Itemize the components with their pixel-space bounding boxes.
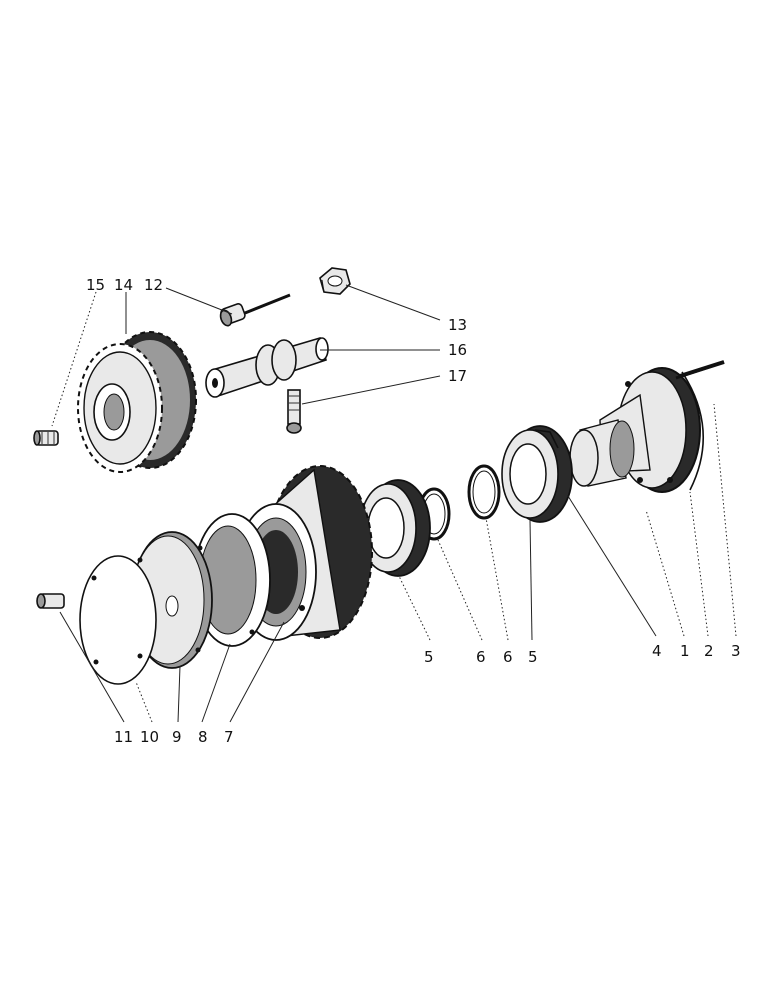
part-8-gasket [193, 513, 271, 647]
callout-5-right: 5 [528, 648, 538, 666]
callout-15: 15 [86, 276, 105, 294]
callout-9: 9 [172, 728, 182, 746]
callout-6-right: 6 [503, 648, 513, 666]
part-15-grub-screw [33, 430, 59, 446]
callout-12: 12 [144, 276, 163, 294]
part-10-gasket-disc [79, 555, 157, 685]
callout-10: 10 [140, 728, 159, 746]
callout-14: 14 [114, 276, 133, 294]
callout-5-left: 5 [424, 648, 434, 666]
part-12-pin [219, 293, 291, 327]
callout-16: 16 [448, 341, 467, 359]
part-13-nut [319, 267, 351, 295]
part-6-circlip-right [467, 464, 501, 520]
part-11-bolt [36, 593, 65, 609]
callout-3: 3 [731, 642, 741, 660]
callout-13: 13 [448, 316, 467, 334]
part-16-shaft [205, 337, 329, 398]
callout-7: 7 [224, 728, 234, 746]
callout-11: 11 [114, 728, 133, 746]
callout-1: 1 [680, 642, 690, 660]
part-4-sleeve [569, 419, 635, 487]
part-1-housing [599, 360, 725, 493]
callout-6-left: 6 [476, 648, 486, 666]
part-17-bolt [286, 389, 302, 434]
callout-4: 4 [652, 642, 662, 660]
part-2-gasket [681, 371, 704, 491]
part-5-bearing-right [501, 425, 573, 523]
callout-8: 8 [198, 728, 208, 746]
part-3-stud [675, 360, 725, 380]
callout-17: 17 [448, 367, 467, 385]
callout-2: 2 [704, 642, 714, 660]
callout-labels: 15 14 12 13 16 17 5 6 6 5 4 1 2 3 11 10 … [86, 276, 741, 746]
part-14-cluster-gear [77, 331, 197, 473]
leader-lines [51, 284, 737, 723]
